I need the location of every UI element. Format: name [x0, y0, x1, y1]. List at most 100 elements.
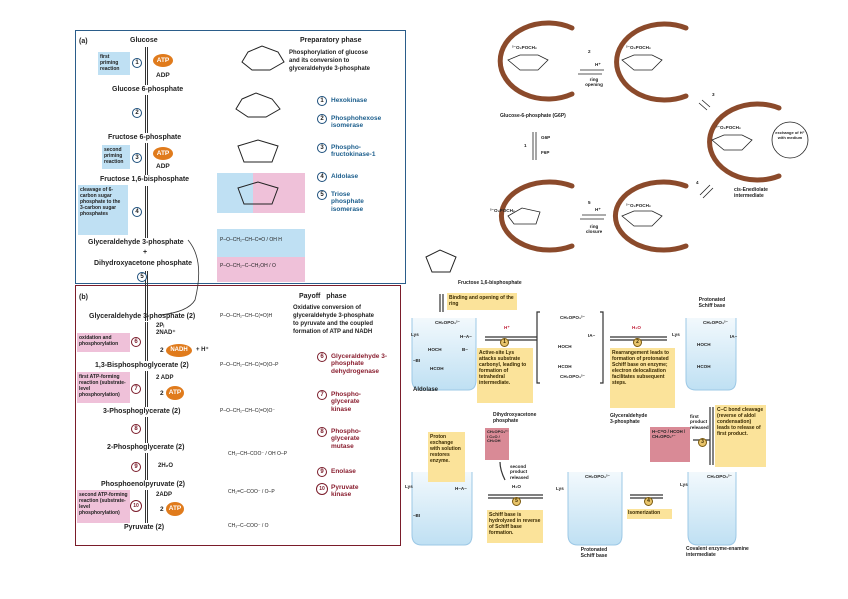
- aldolase-step-2: 2: [633, 338, 642, 347]
- enzyme-phosphohexose-isomerase: Phosphohexose isomerase: [331, 115, 382, 130]
- ch2opo3-3: CH₂OPO₃²⁻: [560, 374, 585, 379]
- enzyme-num-2: 2: [317, 114, 327, 124]
- step-10: 10: [130, 500, 142, 512]
- aldolase-step-3: 3: [698, 438, 707, 447]
- step3-num: 3: [712, 92, 715, 97]
- atp-badge-1: ATP: [153, 54, 173, 67]
- ch2opo3-6: CH₂OPO₃²⁻: [585, 474, 610, 479]
- enzyme-num-5: 5: [317, 190, 327, 200]
- aldolase-step-4: 4: [644, 497, 653, 506]
- hcoh-1: HCOH: [430, 366, 444, 371]
- formula-pep: CH₂=C–COO⁻ / O–P: [228, 489, 275, 495]
- arrow-step9: [145, 453, 148, 480]
- bi-7: –BI: [413, 513, 421, 518]
- lys-7: Lys: [405, 484, 413, 489]
- group-label-1: ²⁻O₃POCH₂: [512, 45, 537, 50]
- atp-coefficient-10: 2: [160, 506, 164, 513]
- first-product-label: first product released: [690, 414, 709, 430]
- enzyme-num-7: 7: [317, 390, 327, 400]
- metabolite-f6p: Fructose 6-phosphate: [108, 134, 182, 141]
- arrow-step3: [145, 143, 148, 175]
- step-1: 1: [132, 58, 142, 68]
- group-label-5: ²⁻O₃POCH₂: [626, 203, 651, 208]
- enediolate-caption: cis-Enediolate intermediate: [734, 187, 768, 199]
- note-first-priming: first priming reaction: [98, 52, 130, 75]
- g6p-caption: Glucose-6-phosphate (G6P): [500, 113, 566, 119]
- metabolite-f16bp: Fructose 1,6-bisphosphate: [100, 176, 190, 183]
- arrow-step1: [145, 47, 148, 85]
- schiff-top-caption: Protonated Schiff base: [698, 297, 726, 309]
- metabolite-g6p: Glucose 6-phosphate: [112, 86, 184, 93]
- phase-title-b: Payoff phase: [299, 293, 347, 300]
- atp-coefficient-7: 2: [160, 390, 164, 397]
- hoch-2: HOCH: [558, 344, 572, 349]
- ha-7: H–A–: [455, 486, 467, 491]
- pocket-proton: [411, 472, 473, 546]
- metabolite-3pg: 3-Phosphoglycerate (2): [103, 408, 181, 415]
- note-second-priming: second priming reaction: [102, 145, 130, 169]
- phase-desc-b-3: to pyruvate and the coupled: [293, 321, 374, 327]
- ring-opening-label: ring opening: [585, 77, 603, 88]
- pocket-schiff-bottom: [567, 472, 623, 546]
- pocket-f6p: [498, 179, 575, 253]
- metabolite-2pg: 2-Phosphoglycerate (2): [107, 444, 185, 451]
- nadh-coefficient: 2: [160, 347, 164, 354]
- step5-num: 5: [588, 200, 591, 205]
- metabolite-gap-2: Glyceraldehyde 3-phosphate (2): [89, 313, 196, 320]
- enzyme-tpi: Triose phosphate isomerase: [331, 191, 364, 213]
- gap-structure: H–C=O / HCOH / CH₂OPO₃²⁻: [652, 429, 686, 439]
- note-first-atp: first ATP-forming reaction (substrate-le…: [77, 372, 130, 403]
- enzyme-gapdh: Glyceraldehyde 3-phosphate dehydrogenase: [331, 353, 387, 375]
- step-5: 5: [137, 272, 147, 282]
- pocket-g6p: [497, 20, 575, 102]
- h-plus-2: H⁺: [595, 62, 601, 67]
- nad-label: 2NAD⁺: [156, 330, 176, 336]
- phase-title-a: Preparatory phase: [300, 37, 362, 44]
- ia-2: IA–: [588, 333, 596, 338]
- panel-a: [75, 30, 406, 284]
- step-3: 3: [132, 153, 142, 163]
- hoch-3: HOCH: [697, 342, 711, 347]
- step2-num: 2: [588, 49, 591, 54]
- pi-label: 2Pᵢ: [156, 323, 165, 329]
- enzyme-num-8: 8: [317, 427, 327, 437]
- enzyme-num-6: 6: [317, 352, 327, 362]
- h-plus-step1: H⁺: [504, 325, 510, 330]
- pocket-open: [614, 21, 689, 103]
- arrow-step2: [145, 95, 148, 133]
- phase-desc-a-3: glyceraldehyde 3-phosphate: [289, 66, 371, 72]
- arrow-step10: [145, 490, 148, 523]
- pocket-schiff-top: [685, 318, 737, 391]
- note-step1: Active-site Lys attacks substrate carbon…: [477, 348, 533, 403]
- metabolite-13bpg: 1,3-Bisphosphoglycerate (2): [95, 362, 189, 369]
- f6p-short: F6P: [541, 150, 550, 155]
- enzyme-enolase: Enolase: [331, 468, 356, 475]
- formula-13bpg: P–O–CH₂–CH–C(=O)O–P: [220, 362, 279, 368]
- metabolite-gap: Glyceraldehyde 3-phosphate: [88, 239, 184, 246]
- step-6: 6: [131, 337, 141, 347]
- ch2opo3-1: CH₂OPO₃²⁻: [435, 320, 460, 325]
- formula-3pg: P–O–CH₂–CH–C(=O)O⁻: [220, 408, 276, 414]
- schiff-bottom-caption: Protonated Schiff base: [580, 547, 608, 559]
- g6p-short: G6P: [541, 135, 551, 140]
- water-label: 2H₂O: [158, 463, 174, 469]
- step-7: 7: [131, 384, 141, 394]
- enzyme-num-1: 1: [317, 96, 327, 106]
- ia-3: IA–: [730, 334, 738, 339]
- step4-num: 4: [696, 180, 699, 185]
- note-step5: Schiff base is hydrolyzed in reverse of …: [487, 510, 543, 543]
- exchange-bubble: exchange of H⁺ with medium: [775, 130, 805, 140]
- arrow-step6: [145, 322, 148, 361]
- group-label-4: ²⁻O₃POCH₂: [490, 208, 515, 213]
- aldolase-step-5: 5: [512, 497, 521, 506]
- atp-badge-10: ATP: [166, 502, 184, 516]
- adp-label-3: ADP: [156, 163, 170, 170]
- hoch-1: HOCH: [428, 347, 442, 352]
- formula-gap-a: P–O–CH₂–CH–C=O / OH H: [220, 237, 282, 243]
- arrow-step7: [145, 371, 148, 407]
- b-1: B–: [462, 347, 468, 352]
- second-product-label: second product released: [510, 464, 529, 480]
- panel-b-label: (b): [79, 294, 88, 301]
- h2o-step5: H₂O: [512, 484, 521, 489]
